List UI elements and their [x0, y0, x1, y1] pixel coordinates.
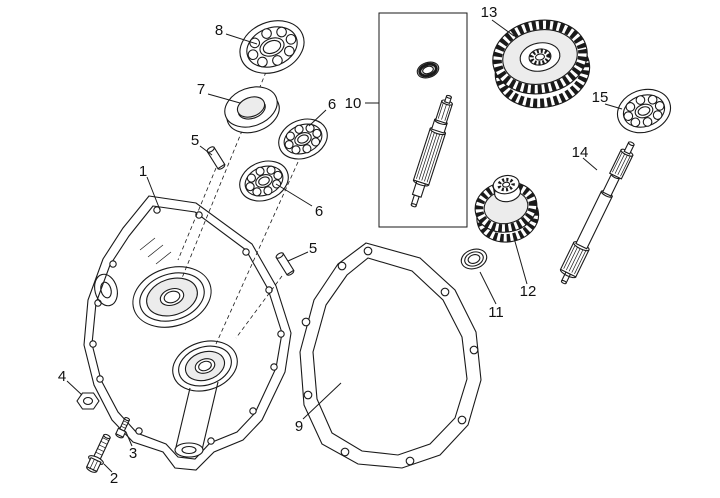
small-screw-drawing	[115, 417, 131, 439]
output-shaft-drawing	[559, 141, 635, 285]
callout-9: 9	[295, 418, 303, 435]
callout-1: 1	[139, 163, 147, 180]
oil-seal-ring-in-box	[416, 61, 440, 79]
input-shaft-drawing	[410, 94, 453, 208]
callout-15: 15	[592, 89, 609, 106]
spacer-ring-drawing	[224, 86, 280, 134]
gasket-drawing	[299, 242, 482, 469]
bearing-6-upper-drawing	[278, 118, 328, 160]
large-gear-drawing	[492, 19, 591, 109]
callout-7: 7	[197, 81, 205, 98]
dowel-pin-upper	[206, 146, 226, 170]
leader-lines	[66, 19, 623, 473]
callout-labels: 1 2 3 4 5 5 6 6 7 8 9 10 11 12 13 14 15	[58, 4, 609, 487]
dowel-pin-lower	[275, 252, 295, 276]
counter-gear-drawing	[474, 174, 540, 243]
callout-14: 14	[572, 144, 589, 161]
hex-nut-drawing	[76, 392, 100, 410]
callout-12: 12	[520, 283, 537, 300]
bearing-6-lower-drawing	[239, 160, 289, 202]
callout-8: 8	[215, 22, 223, 39]
callout-5b: 5	[309, 240, 317, 257]
callout-13: 13	[481, 4, 498, 21]
callout-3: 3	[129, 445, 137, 462]
kit-box	[378, 12, 468, 228]
bearing-8-drawing	[239, 20, 305, 74]
callout-10: 10	[345, 95, 362, 112]
callout-6b: 6	[315, 203, 323, 220]
crankcase-drawing	[83, 195, 292, 471]
bearing-15-drawing	[616, 88, 672, 134]
callout-4: 4	[58, 368, 66, 385]
flange-bolt-drawing	[86, 433, 111, 473]
callout-11: 11	[488, 304, 504, 321]
callout-5a: 5	[191, 132, 199, 149]
callout-6a: 6	[328, 96, 336, 113]
callout-2: 2	[110, 470, 118, 487]
oil-seal-drawing	[460, 248, 488, 270]
